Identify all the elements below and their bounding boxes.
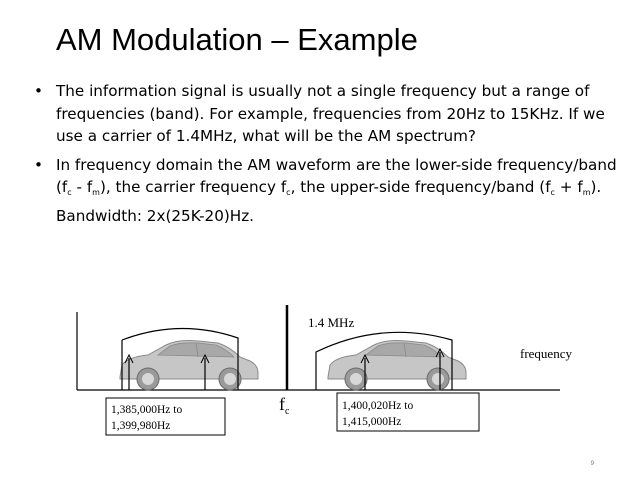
upper-band-line-1: 1,400,020Hz to (342, 400, 413, 412)
bullet-list: • The information signal is usually not … (28, 80, 618, 234)
slide-title: AM Modulation – Example (56, 22, 418, 57)
upper-band-box (336, 392, 480, 432)
frequency-axis-label: frequency (520, 346, 572, 361)
bullet-dot-icon: • (34, 82, 43, 100)
car-picture-lower (119, 340, 259, 391)
bullet-text-1: The information signal is usually not a … (56, 82, 605, 146)
upper-sideband (315, 331, 467, 391)
bullet-text-2: In frequency domain the AM waveform are … (56, 155, 617, 225)
lower-sideband (119, 327, 259, 391)
bullet-item-2: • In frequency domain the AM waveform ar… (28, 154, 618, 228)
bullet-item-1: • The information signal is usually not … (28, 80, 618, 148)
lower-band-line-1: 1,385,000Hz to (111, 404, 182, 416)
car-picture-upper (327, 340, 467, 391)
lower-band-box (105, 397, 226, 436)
bullet-dot-icon: • (34, 155, 43, 174)
lower-band-line-2: 1,399,980Hz (111, 420, 170, 432)
fc-label: fc (279, 394, 290, 417)
carrier-frequency-label: 1.4 MHz (308, 315, 354, 330)
page-number: 9 (590, 461, 594, 467)
upper-band-line-2: 1,415,000Hz (342, 416, 401, 428)
